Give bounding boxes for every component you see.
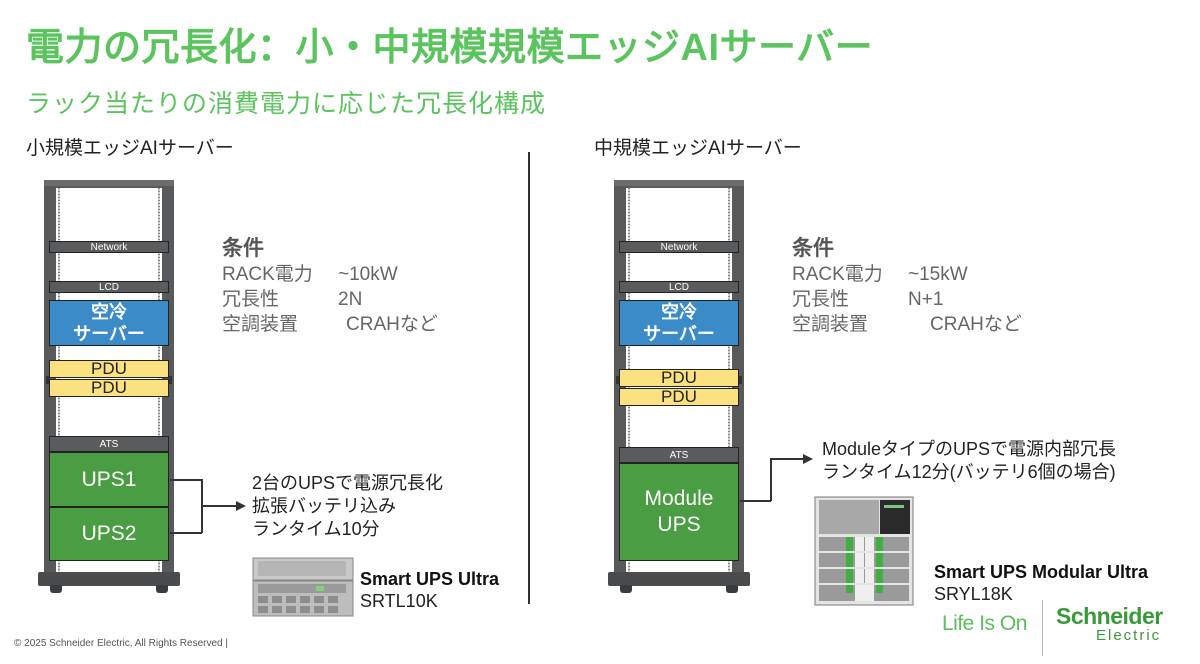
condition-key: RACK電力 bbox=[222, 264, 313, 285]
rack-side-handle bbox=[169, 376, 172, 384]
arrow-right-icon bbox=[803, 454, 813, 464]
rack-side-handle bbox=[616, 376, 619, 384]
schneider-electric-logo: Schneider Electric bbox=[1056, 604, 1163, 644]
note-line: 拡張バッテリ込み bbox=[252, 496, 396, 516]
condition-value: CRAHなど bbox=[930, 314, 1022, 335]
logo-divider bbox=[1042, 600, 1043, 656]
left-conditions: 条件 RACK電力 ~10kW 冗長性 2N 空調装置 CRAHなど bbox=[222, 236, 438, 337]
left-note: 2台のUPSで電源冗長化 拡張バッテリ込み ランタイム10分 bbox=[252, 472, 443, 541]
server-label-line2: サーバー bbox=[643, 324, 715, 344]
right-conditions: 条件 RACK電力 ~15kW 冗長性 N+1 空調装置 CRAHなど bbox=[792, 236, 1022, 337]
rack-foot bbox=[156, 585, 168, 593]
rack-unit-module-ups: Module UPS bbox=[619, 463, 739, 561]
note-line: ランタイム10分 bbox=[252, 519, 380, 539]
right-product: Smart UPS Modular Ultra SRYL18K bbox=[934, 561, 1148, 605]
rack-unit-ats: ATS bbox=[619, 447, 739, 463]
rack-side-handle bbox=[46, 376, 49, 384]
rack-foot bbox=[50, 585, 62, 593]
connector-line-module-ups bbox=[740, 500, 771, 502]
copyright: © 2025 Schneider Electric, All Rights Re… bbox=[14, 638, 228, 649]
conditions-heading: 条件 bbox=[222, 237, 264, 260]
rack-unit-air-cooled-server: 空冷 サーバー bbox=[49, 300, 169, 346]
server-label-line1: 空冷 bbox=[661, 302, 697, 322]
module-ups-label-line1: Module bbox=[644, 487, 714, 510]
arrow-right-icon bbox=[236, 501, 246, 511]
rack-unit-network: Network bbox=[619, 241, 739, 253]
rack-base bbox=[38, 572, 180, 586]
rack-foot bbox=[620, 585, 632, 593]
server-label-line2: サーバー bbox=[73, 324, 145, 344]
condition-value: CRAHなど bbox=[346, 314, 438, 335]
condition-row: 空調装置 CRAHなど bbox=[792, 312, 1022, 337]
rack-unit-lcd: LCD bbox=[49, 281, 169, 293]
logo-sub: Electric bbox=[1096, 627, 1162, 644]
condition-row: 冗長性 N+1 bbox=[792, 287, 1022, 312]
rack-base bbox=[608, 572, 750, 586]
slide-title: 電力の冗長化：小・中規模規模エッジAIサーバー bbox=[26, 27, 874, 69]
logo-brand: Schneider bbox=[1056, 603, 1163, 629]
product-model: SRTL10K bbox=[360, 591, 438, 611]
rack-top bbox=[44, 180, 174, 186]
condition-value: 2N bbox=[338, 289, 363, 310]
rack-unit-pdu: PDU bbox=[619, 388, 739, 406]
rack-unit-network: Network bbox=[49, 241, 169, 253]
rack-unit-ups2: UPS2 bbox=[49, 507, 169, 561]
condition-key: 冗長性 bbox=[792, 289, 850, 310]
rack-foot bbox=[726, 585, 738, 593]
rack-top bbox=[614, 180, 744, 186]
product-name: Smart UPS Ultra bbox=[360, 569, 500, 589]
rack-unit-pdu: PDU bbox=[49, 379, 169, 397]
modular-ups-image-icon bbox=[814, 496, 914, 606]
condition-row: RACK電力 ~10kW bbox=[222, 262, 438, 287]
condition-value: N+1 bbox=[908, 289, 944, 310]
condition-row: 冗長性 2N bbox=[222, 287, 438, 312]
conditions-heading: 条件 bbox=[792, 237, 834, 260]
module-ups-label-line2: UPS bbox=[657, 513, 701, 536]
condition-row: RACK電力 ~15kW bbox=[792, 262, 1022, 287]
rack-unit-lcd: LCD bbox=[619, 281, 739, 293]
connector-line-arrow bbox=[201, 505, 237, 507]
connector-line-ups2 bbox=[170, 532, 202, 534]
rack-unit-pdu: PDU bbox=[619, 369, 739, 387]
slide-subtitle: ラック当たりの消費電力に応じた冗長化構成 bbox=[26, 90, 547, 118]
rack-unit-ups1: UPS1 bbox=[49, 452, 169, 507]
right-note: ModuleタイプのUPSで電源内部冗長 ランタイム12分(バッテリ6個の場合) bbox=[822, 438, 1116, 484]
right-section-title: 中規模エッジAIサーバー bbox=[594, 138, 802, 159]
note-line: 2台のUPSで電源冗長化 bbox=[252, 473, 444, 493]
condition-value: ~10kW bbox=[338, 264, 398, 285]
product-name: Smart UPS Modular Ultra bbox=[934, 562, 1149, 582]
life-is-on-tagline: Life Is On bbox=[942, 612, 1027, 635]
condition-key: RACK電力 bbox=[792, 264, 883, 285]
rack-unit-pdu: PDU bbox=[49, 360, 169, 378]
note-line: ModuleタイプのUPSで電源内部冗長 bbox=[822, 439, 1117, 459]
rack-unit-air-cooled-server: 空冷 サーバー bbox=[619, 300, 739, 346]
condition-row: 空調装置 CRAHなど bbox=[222, 312, 438, 337]
condition-key: 冗長性 bbox=[222, 289, 280, 310]
condition-key: 空調装置 bbox=[222, 314, 299, 335]
connector-line-vertical bbox=[770, 458, 772, 501]
rack-side-handle bbox=[739, 376, 742, 384]
server-label-line1: 空冷 bbox=[91, 302, 127, 322]
condition-key: 空調装置 bbox=[792, 314, 869, 335]
rack-unit-ats: ATS bbox=[49, 436, 169, 452]
product-model: SRYL18K bbox=[934, 584, 1013, 604]
rack-ups-image-icon bbox=[252, 557, 354, 617]
note-line: ランタイム12分(バッテリ6個の場合) bbox=[822, 462, 1116, 482]
section-divider bbox=[528, 152, 530, 604]
left-section-title: 小規模エッジAIサーバー bbox=[26, 138, 234, 159]
connector-line-ups1 bbox=[170, 479, 202, 481]
connector-line-arrow bbox=[770, 458, 804, 460]
condition-value: ~15kW bbox=[908, 264, 968, 285]
left-product: Smart UPS Ultra SRTL10K bbox=[360, 568, 499, 612]
